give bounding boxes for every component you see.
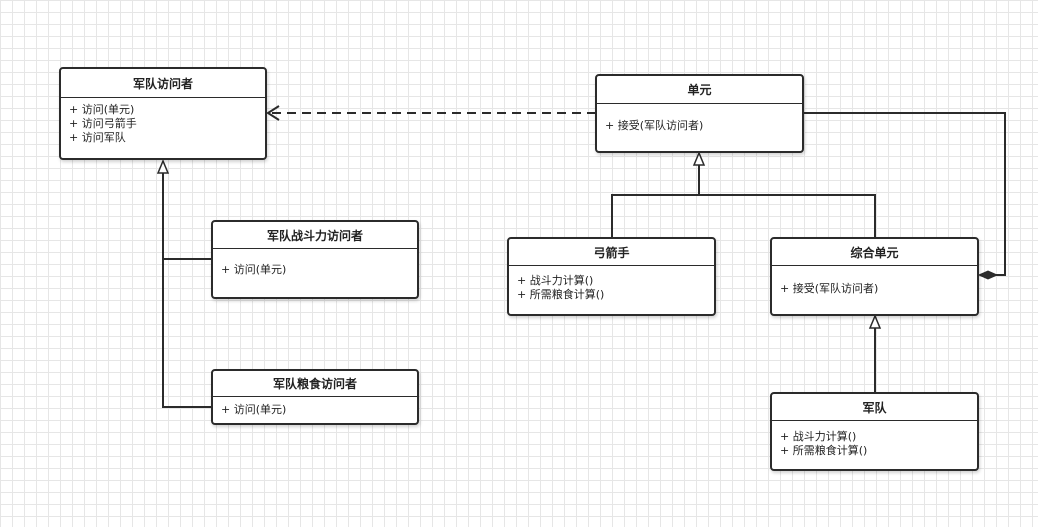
operation: + 访问(单元): [221, 403, 287, 416]
class-army[interactable]: 军队 + 战斗力计算() + 所需粮食计算(): [770, 392, 979, 471]
generalization-triangle-unit: [692, 151, 706, 166]
class-title: 单元: [597, 76, 802, 104]
generalization-line-grain-visitor: [162, 259, 212, 408]
class-grain-visitor[interactable]: 军队粮食访问者 + 访问(单元): [211, 369, 419, 425]
class-unit[interactable]: 单元 + 接受(军队访问者): [595, 74, 804, 153]
generalization-line-combat-visitor: [162, 172, 212, 260]
operation: + 战斗力计算(): [780, 430, 857, 443]
dependency-arrowhead: [266, 105, 280, 121]
class-title: 弓箭手: [509, 239, 714, 266]
class-operations: + 战斗力计算() + 所需粮食计算(): [772, 421, 977, 463]
generalization-triangle-composite-unit: [868, 314, 882, 329]
class-army-visitor[interactable]: 军队访问者 + 访问(单元) + 访问弓箭手 + 访问军队: [59, 67, 267, 160]
composition-diamond: [977, 270, 999, 280]
operation: + 所需粮食计算(): [517, 288, 605, 301]
class-operations: + 接受(军队访问者): [772, 266, 977, 301]
operation: + 所需粮食计算(): [780, 444, 868, 457]
generalization-line-composite-unit: [699, 194, 876, 238]
class-composite-unit[interactable]: 综合单元 + 接受(军队访问者): [770, 237, 979, 316]
operation: + 访问军队: [69, 131, 126, 144]
class-title: 军队粮食访问者: [213, 371, 417, 397]
class-combat-visitor[interactable]: 军队战斗力访问者 + 访问(单元): [211, 220, 419, 299]
generalization-line-archer: [611, 194, 699, 238]
class-title: 综合单元: [772, 239, 977, 266]
operation: + 访问(单元): [69, 103, 135, 116]
class-title: 军队访问者: [61, 69, 265, 98]
class-title: 军队: [772, 394, 977, 421]
operation: + 接受(军队访问者): [605, 119, 704, 132]
class-archer[interactable]: 弓箭手 + 战斗力计算() + 所需粮食计算(): [507, 237, 716, 316]
class-operations: + 战斗力计算() + 所需粮食计算(): [509, 266, 714, 307]
class-operations: + 访问(单元): [213, 397, 417, 422]
class-operations: + 访问(单元): [213, 249, 417, 282]
composition-line: [803, 112, 1006, 276]
operation: + 访问(单元): [221, 263, 287, 276]
operation: + 接受(军队访问者): [780, 282, 879, 295]
operation: + 战斗力计算(): [517, 274, 594, 287]
operation: + 访问弓箭手: [69, 117, 137, 130]
class-operations: + 访问(单元) + 访问弓箭手 + 访问军队: [61, 98, 265, 150]
class-operations: + 接受(军队访问者): [597, 104, 802, 138]
class-title: 军队战斗力访问者: [213, 222, 417, 249]
generalization-triangle-army-visitor: [156, 159, 170, 174]
